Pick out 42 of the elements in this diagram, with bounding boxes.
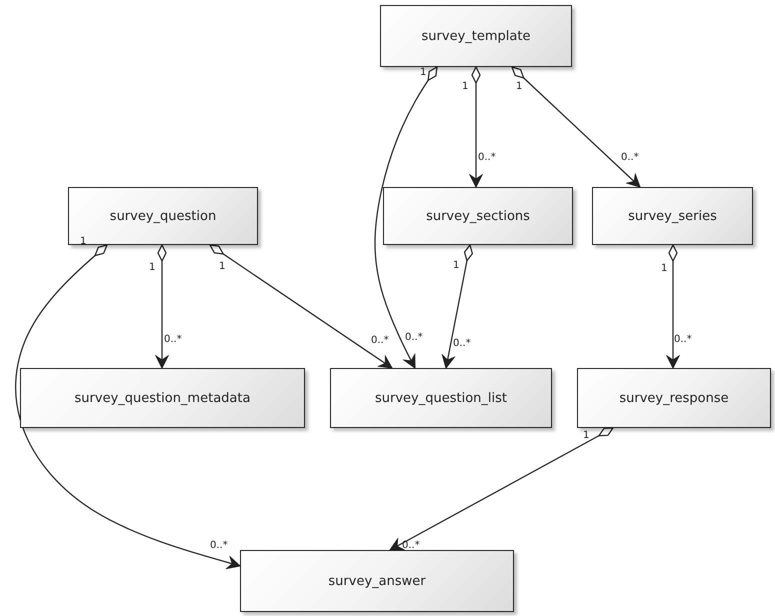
aggregation-arrow xyxy=(374,66,438,368)
class-name: survey_answer xyxy=(328,574,426,588)
class-name: survey_question xyxy=(110,208,216,224)
class-box xyxy=(380,5,572,67)
multiplicity-label: 1 xyxy=(80,236,86,247)
multiplicity-label: 1 xyxy=(661,263,668,274)
class-box xyxy=(577,368,771,428)
class-box xyxy=(592,187,753,245)
class-name: survey_series xyxy=(628,208,717,224)
aggregation-arrow xyxy=(666,244,680,368)
class-name: survey_question_metadata xyxy=(74,390,250,406)
class-name: survey_sections xyxy=(426,208,530,224)
multiplicity-label: 0..* xyxy=(405,332,423,343)
aggregation-arrow xyxy=(390,427,614,551)
multiplicity-label: 0..* xyxy=(164,334,182,345)
multiplicity-label: 0..* xyxy=(210,540,228,551)
class-box xyxy=(240,550,514,612)
aggregation-arrow xyxy=(15,244,240,569)
aggregation-arrow xyxy=(470,66,482,188)
aggregation-arrow xyxy=(442,244,473,368)
multiplicity-label: 1 xyxy=(149,262,156,273)
class-name: survey_response xyxy=(619,390,729,406)
aggregation-arrow xyxy=(156,244,168,368)
multiplicity-label: 1 xyxy=(583,430,590,441)
multiplicity-label: 1 xyxy=(420,67,426,78)
multiplicity-label: 0..* xyxy=(478,152,496,163)
multiplicity-label: 1 xyxy=(462,81,468,92)
aggregation-arrow xyxy=(209,244,392,368)
class-box xyxy=(20,368,305,428)
aggregation-arrow xyxy=(511,66,640,188)
multiplicity-label: 1 xyxy=(453,260,460,271)
multiplicity-label: 1 xyxy=(219,261,226,272)
class-box xyxy=(68,187,258,245)
class-name: survey_template xyxy=(422,28,530,44)
multiplicity-label: 0..* xyxy=(674,334,692,345)
class-box xyxy=(383,187,573,245)
class-box xyxy=(330,368,552,428)
multiplicity-label: 1 xyxy=(516,81,522,92)
multiplicity-label: 0..* xyxy=(621,152,639,163)
multiplicity-label: 0..* xyxy=(453,338,471,349)
multiplicity-label: 0..* xyxy=(371,335,389,346)
class-name: survey_question_list xyxy=(375,390,507,406)
